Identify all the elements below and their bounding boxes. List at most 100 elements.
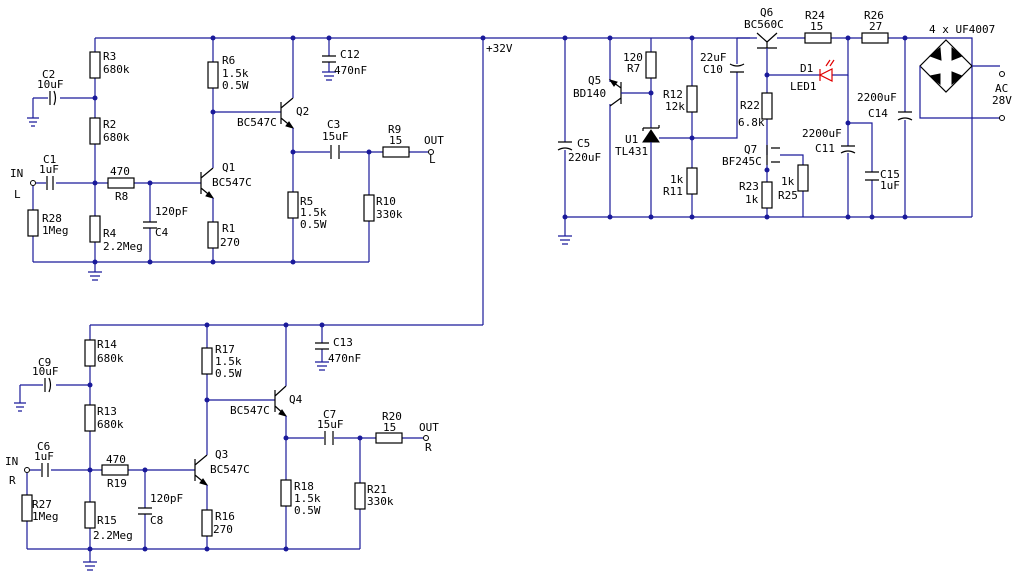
label-r17: R17 [215, 343, 235, 356]
label-in-right: IN [5, 455, 18, 468]
label-c10: C10 [703, 63, 723, 76]
label-c14: C14 [868, 107, 888, 120]
label-c12: C12 [340, 48, 360, 61]
label-r26-value: 27 [869, 20, 882, 33]
label-c4-value: 120pF [155, 205, 188, 218]
resistor-r12 [686, 85, 698, 113]
label-c9-value: 10uF [32, 365, 59, 378]
label-c7-value: 15uF [317, 418, 344, 431]
label-c8-value: 120pF [150, 492, 183, 505]
label-out-left-ch: L [429, 153, 436, 166]
label-r24-value: 15 [810, 20, 823, 33]
resistor-r3 [89, 51, 101, 79]
resistor-r16 [201, 509, 213, 537]
label-c5-value: 220uF [568, 151, 601, 164]
resistor-r18 [280, 479, 292, 507]
label-c11-value: 2200uF [802, 127, 842, 140]
label-q1-type: BC547C [212, 176, 252, 189]
label-r25: R25 [778, 189, 798, 202]
label-c3: C3 [327, 118, 340, 131]
label-q4-type: BC547C [230, 404, 270, 417]
label-r19: R19 [107, 477, 127, 490]
label-r13-value: 680k [97, 418, 124, 431]
label-r3-value: 680k [103, 63, 130, 76]
resistor-r21 [354, 482, 366, 510]
resistor-r1 [207, 221, 219, 249]
label-r6-power: 0.5W [222, 79, 249, 92]
label-r27: R27 [32, 498, 52, 511]
label-r25-value: 1k [781, 175, 795, 188]
label-r16: R16 [215, 510, 235, 523]
label-q5-type: BD140 [573, 87, 606, 100]
resistor-r23 [761, 181, 773, 209]
label-r20: R20 [382, 410, 402, 423]
label-c14-value: 2200uF [857, 91, 897, 104]
label-r18-value: 1.5k [294, 492, 321, 505]
label-r15: R15 [97, 514, 117, 527]
label-r28-value: 1Meg [42, 224, 69, 237]
label-in-left: IN [10, 167, 23, 180]
label-r23-value: 1k [745, 193, 759, 206]
label-r2-value: 680k [103, 131, 130, 144]
label-r17-power: 0.5W [215, 367, 242, 380]
label-r18-power: 0.5W [294, 504, 321, 517]
label-r4: R4 [103, 227, 117, 240]
label-c2-value: 10uF [37, 78, 64, 91]
label-r18: R18 [294, 480, 314, 493]
label-out-right: OUT [419, 421, 439, 434]
resistor-r20 [375, 432, 403, 444]
label-r15-value: 2.2Meg [93, 529, 133, 542]
label-in-right-ch: R [9, 474, 16, 487]
resistor-r13 [84, 404, 96, 432]
label-r22: R22 [740, 99, 760, 112]
label-r14: R14 [97, 338, 117, 351]
label-c15: C15 [880, 168, 900, 181]
label-r23: R23 [739, 180, 759, 193]
label-q6: Q6 [760, 6, 773, 19]
resistor-r24 [804, 32, 832, 44]
resistor-r7 [645, 51, 657, 79]
label-supply-voltage: +32V [486, 42, 513, 55]
label-c7: C7 [323, 408, 336, 421]
label-r21: R21 [367, 483, 387, 496]
label-r22-value: 6.8k [738, 116, 765, 129]
label-r5-value: 1.5k [300, 206, 327, 219]
label-q6-type: BC560C [744, 18, 784, 31]
label-c3-value: 15uF [322, 130, 349, 143]
label-r5: R5 [300, 195, 313, 208]
label-q1: Q1 [222, 161, 235, 174]
label-r6: R6 [222, 54, 235, 67]
label-r1-value: 270 [220, 236, 240, 249]
label-led1: LED1 [790, 80, 817, 93]
label-r7-value: 120 [623, 51, 643, 64]
label-q7-type: BF245C [722, 155, 762, 168]
resistor-r15 [84, 501, 96, 529]
resistor-r10 [363, 194, 375, 222]
label-r9: R9 [388, 123, 401, 136]
label-r21-value: 330k [367, 495, 394, 508]
resistor-r19 [101, 464, 129, 476]
label-r8-value: 470 [110, 165, 130, 178]
label-c12-value: 470nF [334, 64, 367, 77]
label-ac: AC [995, 82, 1008, 95]
label-r2: R2 [103, 118, 116, 131]
label-c8: C8 [150, 514, 163, 527]
label-q4: Q4 [289, 393, 303, 406]
label-r28: R28 [42, 212, 62, 225]
resistor-r5 [287, 191, 299, 219]
label-q5: Q5 [588, 74, 601, 87]
channel-left [27, 35, 750, 325]
label-r20-value: 15 [383, 421, 396, 434]
label-c6-value: 1uF [34, 450, 54, 463]
label-out-left: OUT [424, 134, 444, 147]
label-r6-value: 1.5k [222, 67, 249, 80]
label-ac-voltage: 28V [992, 94, 1012, 107]
labels: R3 680k C2 10uF R2 680k C1 1uF IN L 470 … [5, 6, 1012, 542]
label-r17-value: 1.5k [215, 355, 242, 368]
label-c4: C4 [155, 226, 169, 239]
label-r11: R11 [663, 185, 683, 198]
label-r12: R12 [663, 88, 683, 101]
label-q3: Q3 [215, 448, 228, 461]
resistor-r11 [686, 167, 698, 195]
